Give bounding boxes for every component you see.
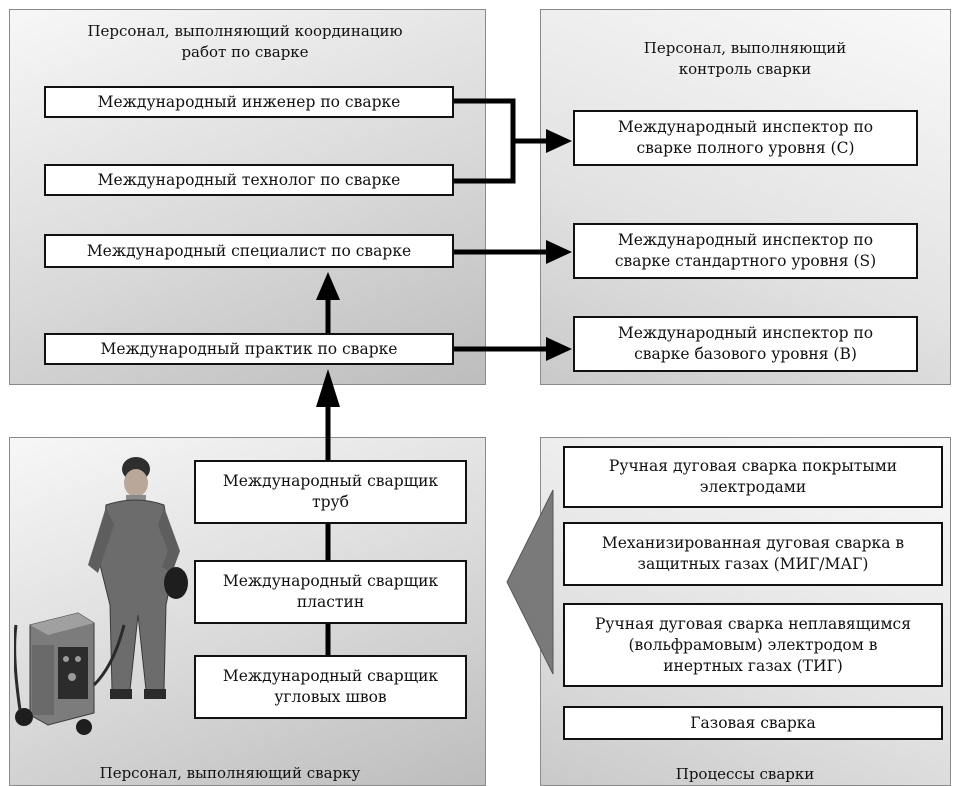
international-welding-technologist-box: Международный технолог по сварке bbox=[44, 164, 454, 196]
international-welding-engineer-box: Международный инженер по сварке bbox=[44, 86, 454, 118]
coordination-panel bbox=[9, 9, 486, 385]
coordination-panel-title: Персонал, выполняющий координацию работ … bbox=[87, 22, 403, 61]
welding-processes-panel-title: Процессы сварки bbox=[675, 765, 815, 783]
fillet-welder-box: Международный сварщик угловых швов bbox=[194, 655, 467, 719]
inspection-panel-title: Персонал, выполняющий контроль сварки bbox=[643, 39, 847, 78]
comprehensive-inspector-box: Международный инспектор по сварке полног… bbox=[573, 110, 918, 166]
welder-with-machine-illustration bbox=[14, 457, 188, 735]
basic-inspector-box: Международный инспектор по сварке базово… bbox=[573, 316, 918, 372]
gas-welding-box: Газовая сварка bbox=[563, 706, 943, 740]
standard-inspector-box: Международный инспектор по сварке станда… bbox=[573, 223, 918, 279]
mig-mag-box: Механизированная дуговая сварка в защитн… bbox=[563, 522, 943, 586]
international-welding-specialist-box: Международный специалист по сварке bbox=[44, 234, 454, 268]
welding-personnel-panel-title: Персонал, выполняющий сварку bbox=[99, 764, 361, 782]
manual-metal-arc-box: Ручная дуговая сварка покрытыми электрод… bbox=[563, 446, 943, 508]
international-welding-practitioner-box: Международный практик по сварке bbox=[44, 333, 454, 365]
pipe-welder-box: Международный сварщик труб bbox=[194, 460, 467, 524]
tig-box: Ручная дуговая сварка неплавящимся (воль… bbox=[563, 603, 943, 687]
plate-welder-box: Международный сварщик пластин bbox=[194, 560, 467, 624]
